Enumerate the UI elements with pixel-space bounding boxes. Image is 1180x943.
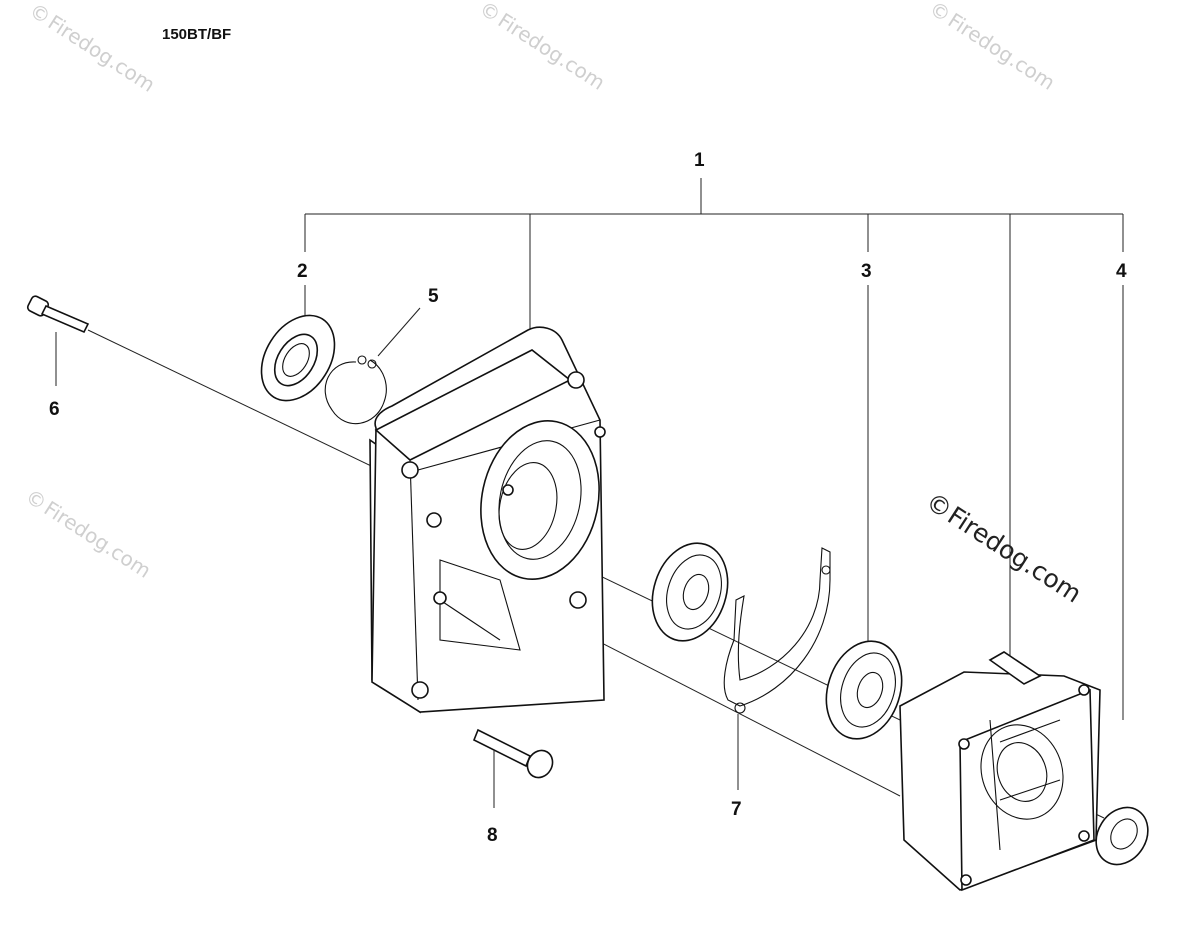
callout-8: 8 [487,825,498,846]
crankcase-housing [369,326,606,714]
watermark-text: Firedog.com [44,10,160,97]
watermark-top-right: © Firedog.com [925,0,1059,95]
callout-4: 4 [1116,261,1127,282]
watermark-text: Firedog.com [944,8,1060,95]
callout-5: 5 [428,286,439,307]
bearing-part-3 [825,640,903,740]
circlip-part-5 [324,307,421,425]
callout-2: 2 [297,261,308,282]
bearing-middle [651,542,729,642]
watermark-mid-left: © Firedog.com [21,484,155,583]
watermark-top-left: © Firedog.com [25,0,159,97]
watermark-top-center: © Firedog.com [475,0,609,95]
watermark-main: © Firedog.com [921,487,1087,609]
gear-housing [899,651,1101,892]
screw-part-8 [472,728,554,808]
seal-part-4 [1095,806,1149,866]
gasket-part-7 [723,547,831,790]
callout-3: 3 [861,261,872,282]
screw-part-6 [26,295,90,386]
seal-part-2 [260,314,336,402]
callout-1: 1 [694,150,705,171]
watermark-main-text: Firedog.com [943,501,1087,609]
callout-6: 6 [49,399,60,420]
assembly-bracket [304,178,1124,720]
callouts: 1 2 3 4 5 6 7 8 [49,150,1127,846]
watermark-text: Firedog.com [494,8,610,95]
callout-7: 7 [731,799,742,820]
watermark-text: Firedog.com [40,496,156,583]
model-title: 150BT/BF [162,26,232,43]
